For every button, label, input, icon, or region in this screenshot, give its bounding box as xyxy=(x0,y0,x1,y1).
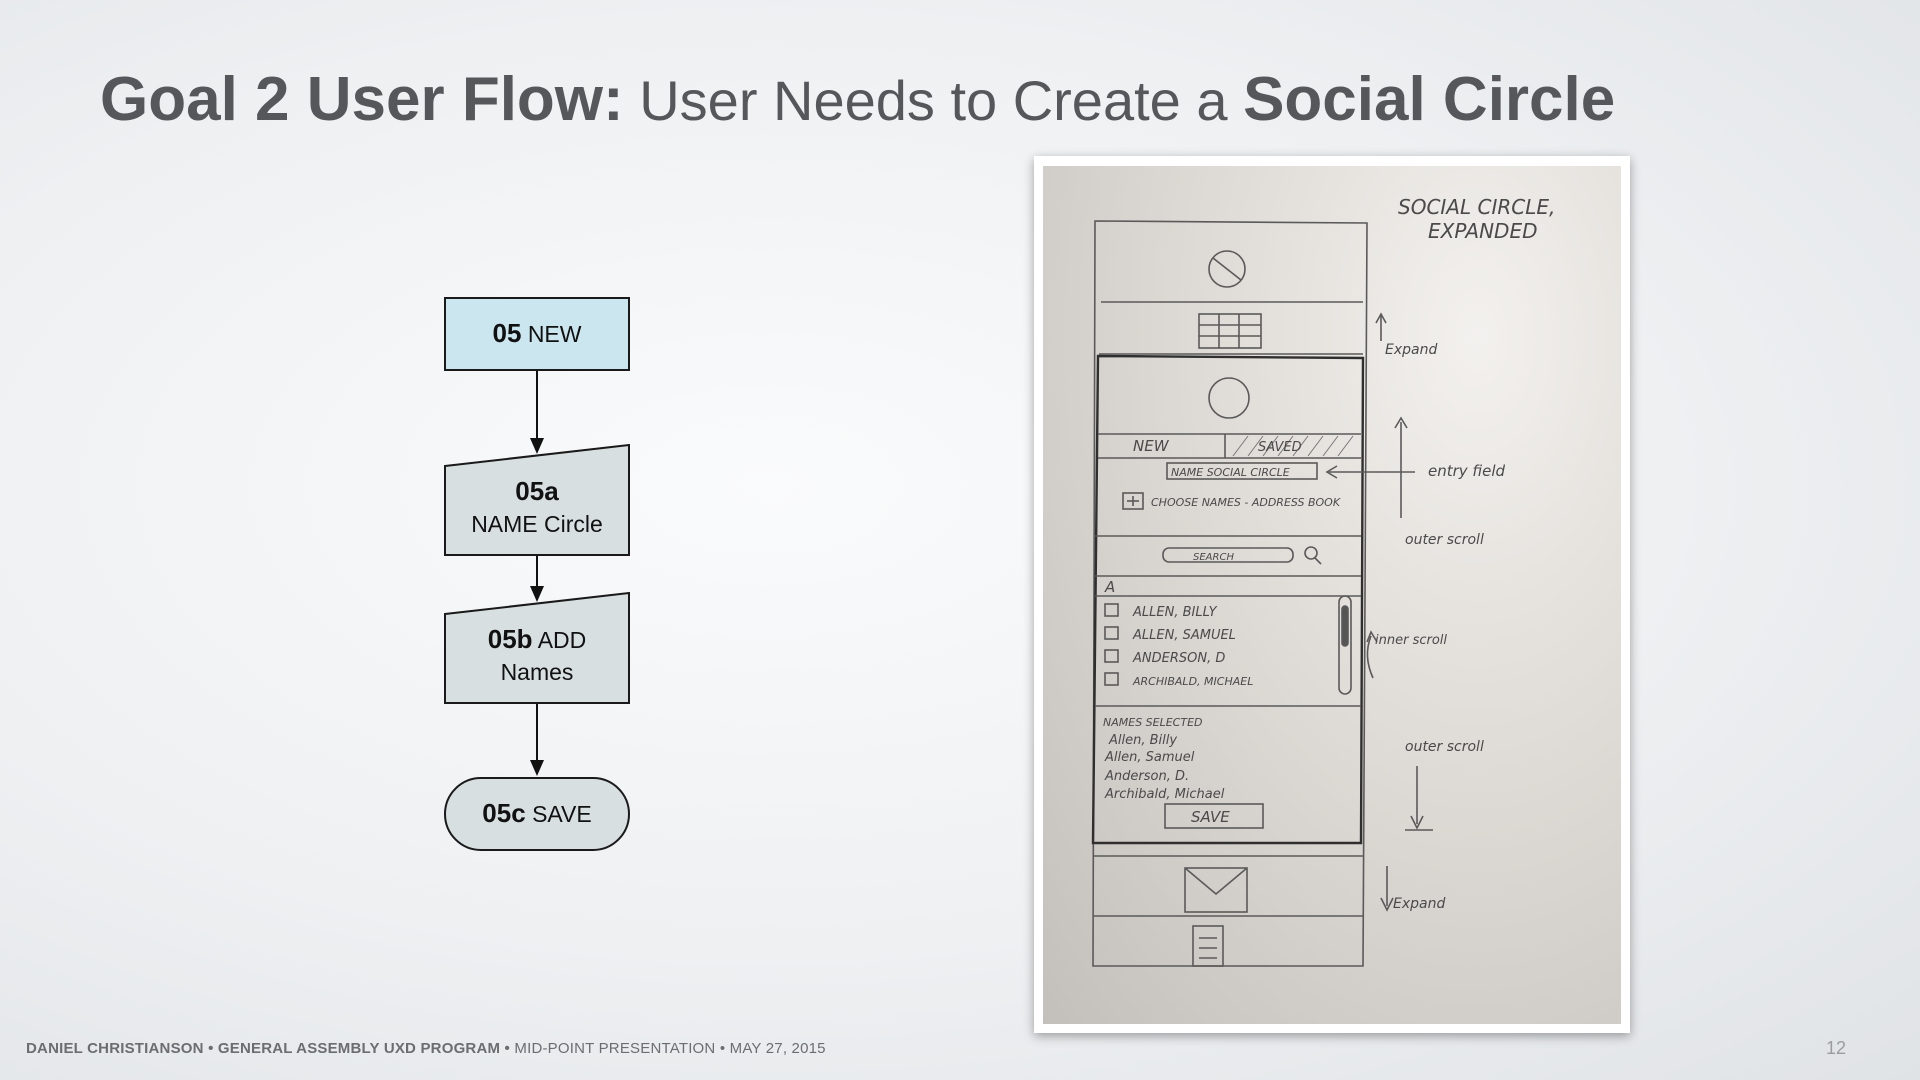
expanded-panel xyxy=(1091,354,1365,845)
logo-circle xyxy=(1208,250,1246,288)
title-strong: Goal 2 User Flow: xyxy=(100,65,624,134)
title-emphasis: Social Circle xyxy=(1243,65,1616,134)
note-outer-scroll-1: outer scroll xyxy=(1405,532,1484,548)
search-icon xyxy=(1304,546,1318,560)
outer-frame xyxy=(1092,220,1368,967)
add-box-icon xyxy=(1122,492,1144,510)
flow-node-add-names: 05b ADD Names xyxy=(444,592,630,704)
save-box xyxy=(1164,803,1264,829)
selected-header: NAMES SELECTED xyxy=(1103,716,1203,729)
arrowhead-05b-to-05c xyxy=(530,760,544,776)
note-inner-scroll: inner scroll xyxy=(1375,633,1447,648)
name-field-box xyxy=(1166,462,1318,480)
footer-credits: DANIEL CHRISTIANSON • GENERAL ASSEMBLY U… xyxy=(26,1040,826,1057)
note-entry-field: entry field xyxy=(1428,462,1506,480)
sketch-heading-2: EXPANDED xyxy=(1428,219,1537,243)
note-expand-bottom: Expand xyxy=(1393,896,1445,912)
contact-4: ARCHIBALD, MICHAEL xyxy=(1132,675,1253,688)
contact-1: ALLEN, BILLY xyxy=(1132,605,1218,620)
calendar-icon xyxy=(1198,313,1262,349)
footer-rest: MID-POINT PRESENTATION • MAY 27, 2015 xyxy=(510,1040,826,1057)
tab-new: NEW xyxy=(1133,437,1170,455)
node-code: 05b xyxy=(487,623,533,654)
node-text: ADD xyxy=(537,626,587,653)
avatar-circle xyxy=(1208,377,1250,419)
flow-node-save: 05c SAVE xyxy=(444,777,630,851)
node-code: 05a xyxy=(515,475,559,506)
note-expand-top: Expand xyxy=(1385,342,1437,358)
page-title: Goal 2 User Flow: User Needs to Create a… xyxy=(100,64,1615,135)
node-text: NAME Circle xyxy=(471,511,603,538)
flow-node-name-circle: 05a NAME Circle xyxy=(444,444,630,556)
note-outer-scroll-2: outer scroll xyxy=(1405,739,1484,755)
choose-names: CHOOSE NAMES - ADDRESS BOOK xyxy=(1151,496,1341,509)
flow-node-new: 05 NEW xyxy=(444,297,630,371)
inner-scrollbar xyxy=(1338,595,1352,695)
node-code: 05c xyxy=(482,798,526,829)
letter-index: A xyxy=(1104,578,1115,596)
sketch-photo: SOCIAL CIRCLE, EXPANDED NEW SAVED xyxy=(1043,166,1621,1024)
sketch-photo-frame: SOCIAL CIRCLE, EXPANDED NEW SAVED xyxy=(1034,156,1630,1033)
contact-3: ANDERSON, D xyxy=(1132,651,1225,666)
selected-2: Allen, Samuel xyxy=(1104,750,1195,765)
contact-2: ALLEN, SAMUEL xyxy=(1132,628,1236,643)
selected-3: Anderson, D. xyxy=(1104,769,1189,784)
sketch-save: SAVE xyxy=(1191,808,1230,826)
sketch-heading-1: SOCIAL CIRCLE, xyxy=(1398,195,1555,219)
document-icon xyxy=(1192,925,1224,967)
node-text: SAVE xyxy=(532,801,592,828)
selected-1: Allen, Billy xyxy=(1108,733,1177,748)
page-number: 12 xyxy=(1825,1038,1846,1058)
title-light: User Needs to Create a xyxy=(623,69,1244,132)
node-text-line2: Names xyxy=(500,659,574,686)
node-text: NEW xyxy=(527,321,582,348)
manual-input-shape xyxy=(444,592,630,704)
footer-bold: DANIEL CHRISTIANSON • GENERAL ASSEMBLY U… xyxy=(26,1040,511,1057)
search-text: SEARCH xyxy=(1193,552,1234,563)
tab-saved: SAVED xyxy=(1258,440,1302,455)
wireframe-sketch: SOCIAL CIRCLE, EXPANDED NEW SAVED xyxy=(1091,195,1555,967)
node-code: 05 xyxy=(492,318,522,349)
manual-input-shape xyxy=(444,444,630,556)
name-field: NAME SOCIAL CIRCLE xyxy=(1171,466,1290,479)
mail-icon xyxy=(1184,867,1248,913)
selected-4: Archibald, Michael xyxy=(1104,787,1225,802)
search-field-box xyxy=(1162,547,1294,563)
